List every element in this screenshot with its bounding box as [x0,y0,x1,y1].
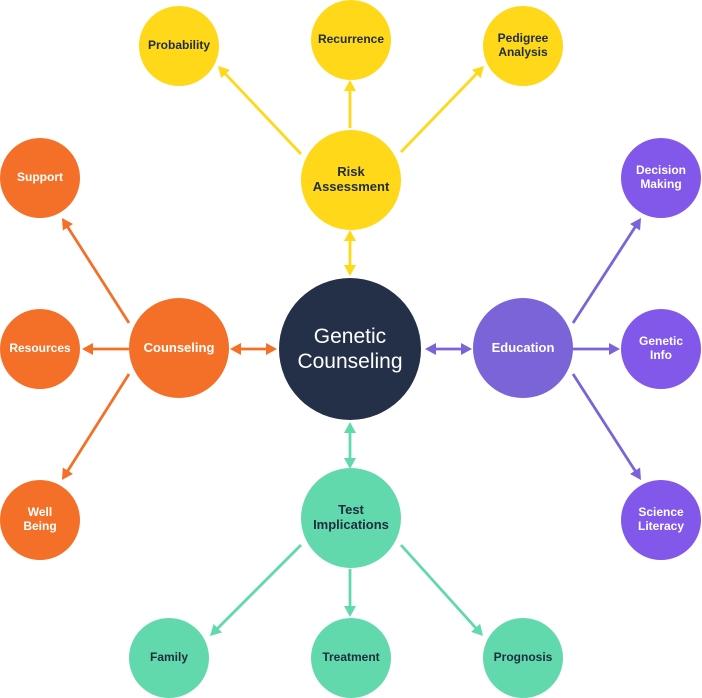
connector-risk-probability-arrowhead-end [218,66,230,79]
hub-node-education: Education [473,298,573,398]
connector-test-treatment-arrowhead-end [344,606,356,617]
leaf-node-recurrence: Recurrence [311,0,391,80]
leaf-label-well-being: Well Being [23,505,57,533]
connector-education-decision-line [571,224,638,324]
connector-center-test-arrowhead-start [344,422,356,433]
connector-center-education-arrowhead-end [461,343,472,355]
connector-test-prognosis-arrowhead-end [471,623,483,636]
hub-label-test-implications: Test Implications [313,502,389,532]
leaf-label-prognosis: Prognosis [493,650,553,665]
connector-counseling-support-line [65,224,131,324]
leaf-label-family: Family [149,650,188,665]
leaf-node-treatment: Treatment [311,618,391,698]
connector-counseling-resources-arrowhead-end [82,343,93,355]
connector-center-education-arrowhead-start [425,343,436,355]
hub-node-test-implications: Test Implications [301,468,401,568]
leaf-node-decision-making: Decision Making [621,138,701,218]
leaf-node-family: Family [129,618,209,698]
leaf-node-science-literacy: Science Literacy [621,480,701,560]
connector-center-risk-arrowhead-end [344,265,356,276]
leaf-label-resources: Resources [9,341,71,356]
leaf-node-probability: Probability [139,6,219,86]
connector-risk-pedigree-arrowhead-end [472,66,484,79]
connector-center-test-arrowhead-end [344,458,356,469]
leaf-label-treatment: Treatment [322,650,380,665]
leaf-label-pedigree-analysis: Pedigree Analysis [497,31,549,59]
leaf-node-support: Support [0,138,80,218]
leaf-node-well-being: Well Being [0,480,80,560]
connector-counseling-support-arrowhead-end [62,218,73,231]
leaf-label-decision-making: Decision Making [635,163,686,191]
center-node-genetic-counseling: Genetic Counseling [279,278,421,420]
connector-center-counseling-arrowhead-start [230,343,241,355]
connector-center-risk-arrowhead-start [344,230,356,241]
connector-education-science-arrowhead-end [630,467,641,480]
connector-risk-recurrence-arrowhead-end [344,80,356,91]
connector-risk-probability-line [223,71,303,155]
hub-node-counseling: Counseling [129,298,229,398]
leaf-label-support: Support [17,170,63,185]
leaf-label-recurrence: Recurrence [317,32,385,47]
connector-counseling-wellbeing-line [65,373,131,474]
leaf-label-genetic-info: Genetic Info [638,334,683,362]
connector-risk-pedigree-line [399,71,479,153]
leaf-label-probability: Probability [147,38,210,53]
connector-test-prognosis-line [399,544,479,631]
leaf-node-resources: Resources [0,309,80,389]
leaf-node-pedigree-analysis: Pedigree Analysis [483,6,563,86]
hub-label-education: Education [491,339,555,355]
connector-counseling-wellbeing-arrowhead-end [62,467,73,480]
connector-education-science-line [571,373,638,474]
center-node-label: Genetic Counseling [297,324,403,373]
connector-test-family-line [215,544,302,631]
connector-center-counseling-arrowhead-end [266,343,277,355]
hub-label-risk-assessment: Risk Assessment [312,164,390,194]
leaf-node-genetic-info: Genetic Info [621,309,701,389]
connector-test-family-arrowhead-end [210,623,223,636]
connector-education-geneticinfo-arrowhead-end [609,343,620,355]
hub-node-risk-assessment: Risk Assessment [301,130,401,230]
leaf-label-science-literacy: Science Literacy [637,505,685,533]
connector-education-decision-arrowhead-end [629,218,641,231]
hub-label-counseling: Counseling [143,339,215,355]
leaf-node-prognosis: Prognosis [483,618,563,698]
